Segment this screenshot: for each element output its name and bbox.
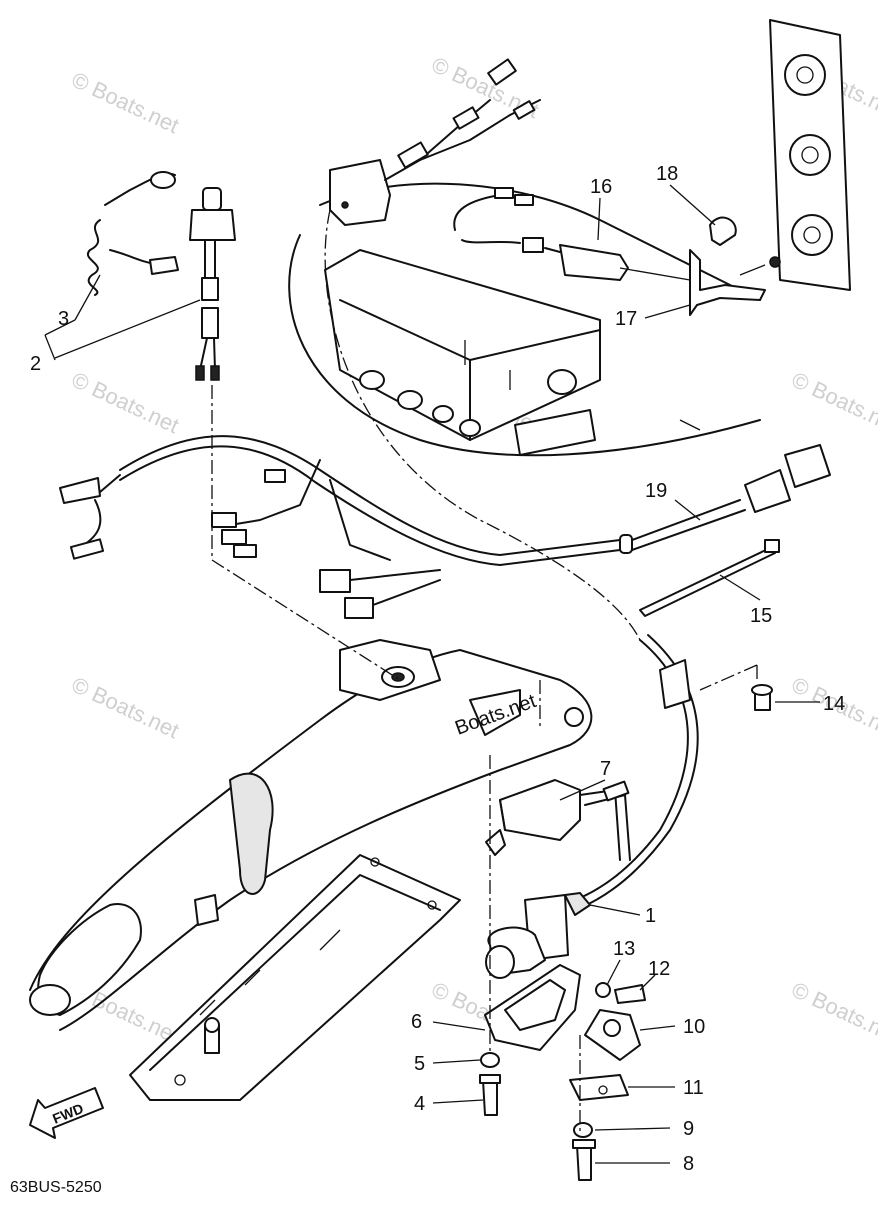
callout-12: 12 (648, 958, 670, 980)
callout-6: 6 (411, 1011, 422, 1033)
callout-13: 13 (613, 938, 635, 960)
callout-5: 5 (414, 1053, 425, 1075)
fwd-arrow: FWD (29, 1087, 104, 1139)
callout-2: 2 (30, 353, 41, 375)
callout-11: 11 (683, 1077, 704, 1099)
watermark-7: © Boats.net (68, 672, 183, 743)
callout-15: 15 (750, 605, 772, 627)
junction-connector (329, 58, 541, 226)
callout-10: 10 (683, 1016, 705, 1038)
relay-assembly (569, 982, 646, 1101)
neutral-switch (453, 187, 629, 281)
callout-numbers: 1 2 3 4 5 6 7 8 9 10 11 12 13 14 15 16 1… (30, 163, 845, 1175)
callout-9: 9 (683, 1118, 694, 1140)
watermark-1: © Boats.net (68, 67, 183, 138)
callout-19: 19 (645, 480, 667, 502)
callout-4: 4 (414, 1093, 425, 1115)
watermark-11: © Boats.net (788, 977, 878, 1048)
callout-3: 3 (58, 308, 69, 330)
main-switch (485, 634, 699, 979)
callout-18: 18 (656, 163, 678, 185)
fasteners (479, 684, 773, 1181)
manifold-plate (769, 19, 851, 291)
wire-harness (59, 435, 831, 619)
bottom-cowling (288, 182, 761, 457)
cable-tie (639, 539, 780, 617)
callout-16: 16 (590, 176, 612, 198)
callout-14: 14 (823, 693, 845, 715)
callout-1: 1 (645, 905, 656, 927)
tiller-handle (29, 639, 593, 1031)
switch-holder (484, 964, 581, 1051)
switch-cover (485, 779, 631, 861)
stop-switch (189, 187, 236, 381)
guide-lines (211, 209, 758, 1135)
lower-bracket-plate (129, 854, 461, 1101)
watermark-6: © Boats.net (788, 367, 878, 438)
leader-lines (44, 184, 820, 1164)
lanyard (87, 171, 179, 296)
drawing-code: 63BUS-5250 (10, 1179, 102, 1196)
callout-8: 8 (683, 1153, 694, 1175)
callout-17: 17 (615, 308, 637, 330)
switch-bracket (619, 216, 766, 316)
callout-7: 7 (600, 758, 611, 780)
watermark-4: © Boats.net (68, 367, 183, 438)
